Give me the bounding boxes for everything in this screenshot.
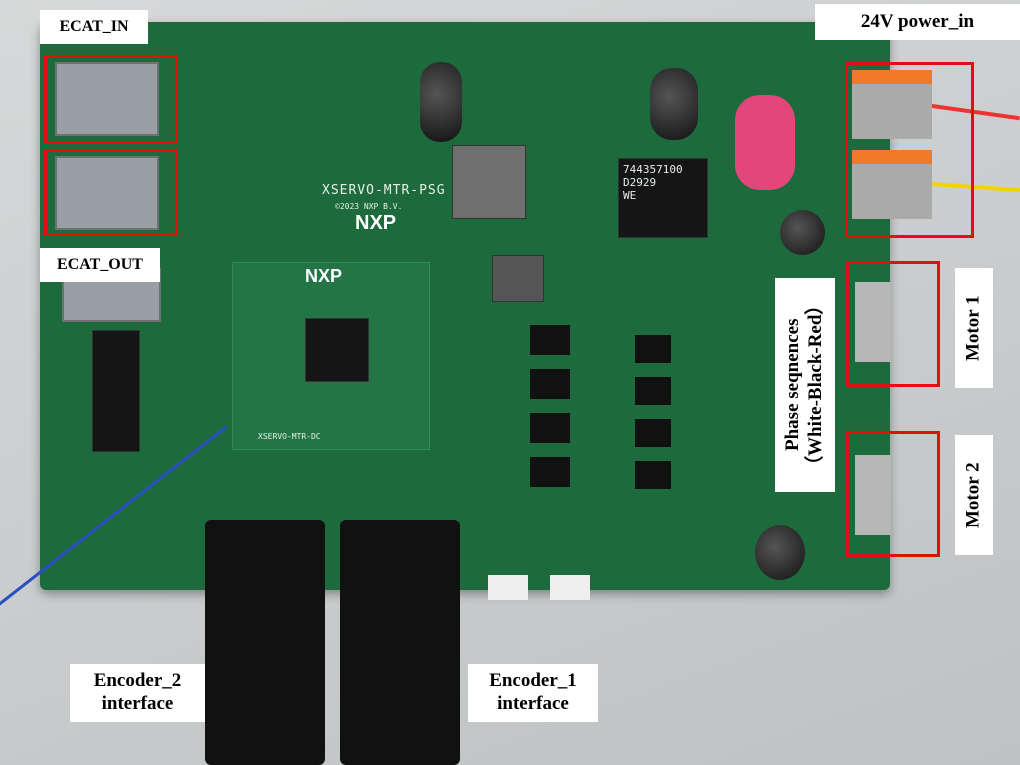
power-in-highlight (845, 62, 974, 238)
capacitor (420, 62, 462, 142)
ethernet-port-in (55, 62, 159, 136)
shielded-module (452, 145, 526, 219)
board-copyright: ©2023 NXP B.V. (335, 202, 403, 211)
phase-sequence-label: Phase seqnences （White-Black-Red） (775, 278, 835, 492)
encoder2-label: Encoder_2 interface (70, 664, 205, 722)
common-mode-choke: 744357100 D2929 WE (618, 158, 708, 238)
encoder1-label-line1: Encoder_1 (489, 670, 577, 692)
motor1-label: Motor 1 (955, 268, 993, 388)
inductor-part-number: 744357100 (623, 163, 683, 176)
capacitor (755, 525, 805, 580)
capacitor (650, 68, 698, 140)
mosfet-array (530, 325, 570, 500)
inductor-code: D2929 (623, 176, 657, 189)
jst-connector (550, 575, 590, 600)
motor2-label: Motor 2 (955, 435, 993, 555)
mosfet-array (635, 335, 671, 500)
encoder1-db9-connector (340, 520, 460, 765)
mcu-chip (305, 318, 369, 382)
motor2-highlight (846, 431, 940, 557)
power-terminal-block (852, 70, 932, 139)
jst-connector (488, 575, 528, 600)
inductor-brand: WE (623, 189, 637, 202)
ecat-out-label: ECAT_OUT (40, 248, 160, 282)
toroid-inductor (735, 95, 795, 190)
encoder1-label-line2: interface (497, 693, 569, 714)
ecat-out-highlight (44, 149, 178, 236)
board-name: XSERVO-MTR-PSG (322, 183, 446, 198)
daughter-board-name: XSERVO-MTR-DC (258, 432, 321, 441)
power-terminal-block (852, 150, 932, 219)
ethernet-port-out (55, 156, 159, 230)
motor1-highlight (846, 261, 940, 387)
power-inductor (492, 255, 544, 302)
phase-label-line1: Phase seqnences (782, 318, 804, 452)
pin-header (92, 330, 140, 452)
ecat-in-highlight (44, 55, 178, 144)
motor2-terminal (855, 455, 891, 535)
encoder1-label: Encoder_1 interface (468, 664, 598, 722)
ecat-in-label: ECAT_IN (40, 10, 148, 44)
phase-label-line2: （White-Black-Red） (805, 295, 826, 475)
daughter-nxp-logo: NXP (305, 266, 343, 286)
motor1-terminal (855, 282, 891, 362)
encoder2-label-line2: interface (101, 693, 174, 714)
power-in-label: 24V power_in (815, 4, 1020, 40)
encoder2-db9-connector (205, 520, 325, 765)
encoder2-label-line1: Encoder_2 (93, 670, 182, 692)
capacitor (780, 210, 825, 255)
nxp-logo: NXP (355, 212, 397, 234)
